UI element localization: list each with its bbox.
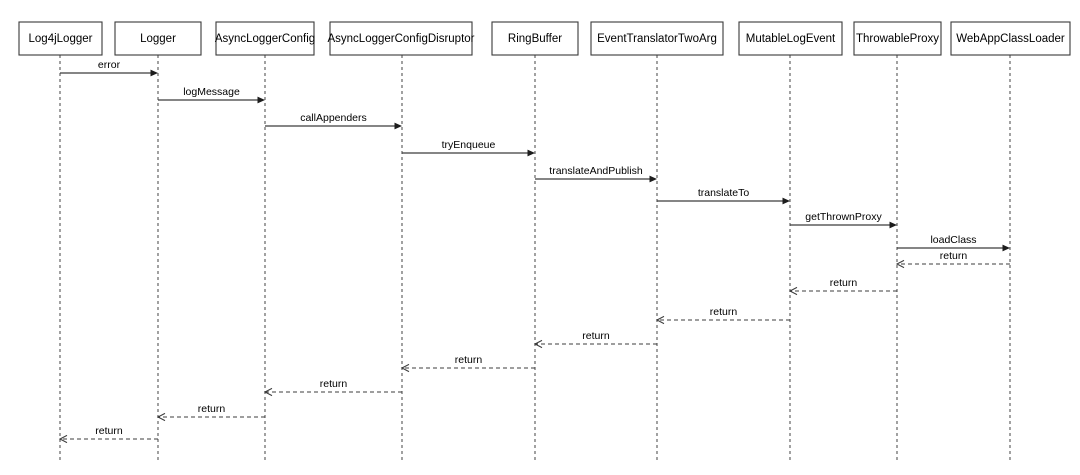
- message-arrowhead-filled: [889, 221, 897, 229]
- message-arrowhead-filled: [1002, 244, 1010, 252]
- message-label: return: [198, 403, 226, 415]
- message-arrowhead-filled: [527, 149, 535, 157]
- message-label: return: [455, 354, 483, 366]
- message-label: translateTo: [698, 187, 750, 199]
- participant-label: WebAppClassLoader: [956, 33, 1065, 45]
- participants-layer: Log4jLogger Logger AsyncLoggerConfig AsyncL…: [18, 21, 1071, 56]
- message-label: return: [710, 306, 738, 318]
- message-return-9[interactable]: return: [788, 277, 897, 296]
- message-arrowhead-open: [400, 363, 410, 373]
- message-label: return: [582, 330, 610, 342]
- participant-log4jlogger[interactable]: Log4jLogger: [18, 21, 103, 56]
- participant-classloader[interactable]: WebAppClassLoader: [950, 21, 1071, 56]
- message-arrowhead-open: [533, 339, 543, 349]
- message-label: return: [940, 250, 968, 262]
- message-call-6[interactable]: getThrownProxy: [790, 211, 897, 229]
- participant-box-rect: [491, 21, 579, 56]
- message-label: return: [830, 277, 858, 289]
- participant-box-rect: [18, 21, 103, 56]
- participant-translator[interactable]: EventTranslatorTwoArg: [590, 21, 724, 56]
- participant-box-rect: [114, 21, 202, 56]
- message-call-2[interactable]: callAppenders: [265, 112, 402, 130]
- participant-ringbuffer[interactable]: RingBuffer: [491, 21, 579, 56]
- participant-label: MutableLogEvent: [746, 33, 836, 45]
- message-return-14[interactable]: return: [156, 403, 265, 422]
- participant-disruptor[interactable]: AsyncLoggerConfigDisruptor: [327, 21, 475, 56]
- participant-logger[interactable]: Logger: [114, 21, 202, 56]
- message-label: error: [98, 59, 121, 71]
- participant-box-rect: [329, 21, 473, 56]
- message-call-5[interactable]: translateTo: [657, 187, 790, 205]
- message-label: getThrownProxy: [805, 211, 882, 223]
- message-return-10[interactable]: return: [655, 306, 790, 325]
- participant-mutableevent[interactable]: MutableLogEvent: [738, 21, 843, 56]
- message-arrowhead-open: [655, 315, 665, 325]
- participant-throwable[interactable]: ThrowableProxy: [853, 21, 942, 56]
- participant-box-rect: [853, 21, 942, 56]
- message-arrowhead-open: [788, 286, 798, 296]
- message-label: return: [95, 425, 123, 437]
- message-arrowhead-open: [895, 259, 905, 269]
- participant-label: EventTranslatorTwoArg: [597, 33, 717, 45]
- message-arrowhead-open: [263, 387, 273, 397]
- participant-box-rect: [215, 21, 315, 56]
- message-label: loadClass: [930, 234, 976, 246]
- participant-box-rect: [738, 21, 843, 56]
- message-call-1[interactable]: logMessage: [158, 86, 265, 104]
- message-arrowhead-filled: [150, 69, 158, 77]
- message-arrowhead-open: [156, 412, 166, 422]
- message-label: callAppenders: [300, 112, 367, 124]
- message-call-0[interactable]: error: [60, 59, 158, 77]
- message-return-8[interactable]: return: [895, 250, 1010, 269]
- message-label: translateAndPublish: [549, 165, 643, 177]
- message-call-7[interactable]: loadClass: [897, 234, 1010, 252]
- participant-label: Logger: [140, 33, 176, 45]
- message-arrowhead-filled: [649, 175, 657, 183]
- message-return-12[interactable]: return: [400, 354, 535, 373]
- participant-label: Log4jLogger: [29, 33, 93, 45]
- message-label: return: [320, 378, 348, 390]
- participant-box-rect: [950, 21, 1071, 56]
- participant-label: AsyncLoggerConfigDisruptor: [327, 33, 474, 45]
- message-return-13[interactable]: return: [263, 378, 402, 397]
- message-label: logMessage: [183, 86, 240, 98]
- lifelines-layer: [59, 55, 1011, 462]
- participant-box-rect: [590, 21, 724, 56]
- message-call-3[interactable]: tryEnqueue: [402, 139, 535, 157]
- message-call-4[interactable]: translateAndPublish: [535, 165, 657, 183]
- message-arrowhead-filled: [394, 122, 402, 130]
- participant-label: AsyncLoggerConfig: [215, 33, 315, 45]
- message-label: tryEnqueue: [442, 139, 496, 151]
- messages-layer: error logMessage callAppenders tryEnqueue tr…: [58, 59, 1010, 444]
- message-return-11[interactable]: return: [533, 330, 657, 349]
- message-return-15[interactable]: return: [58, 425, 158, 444]
- message-arrowhead-filled: [257, 96, 265, 104]
- message-arrowhead-open: [58, 434, 68, 444]
- participant-asyncconfig[interactable]: AsyncLoggerConfig: [215, 21, 315, 56]
- message-arrowhead-filled: [782, 197, 790, 205]
- participant-label: RingBuffer: [508, 33, 562, 45]
- participant-label: ThrowableProxy: [856, 33, 939, 45]
